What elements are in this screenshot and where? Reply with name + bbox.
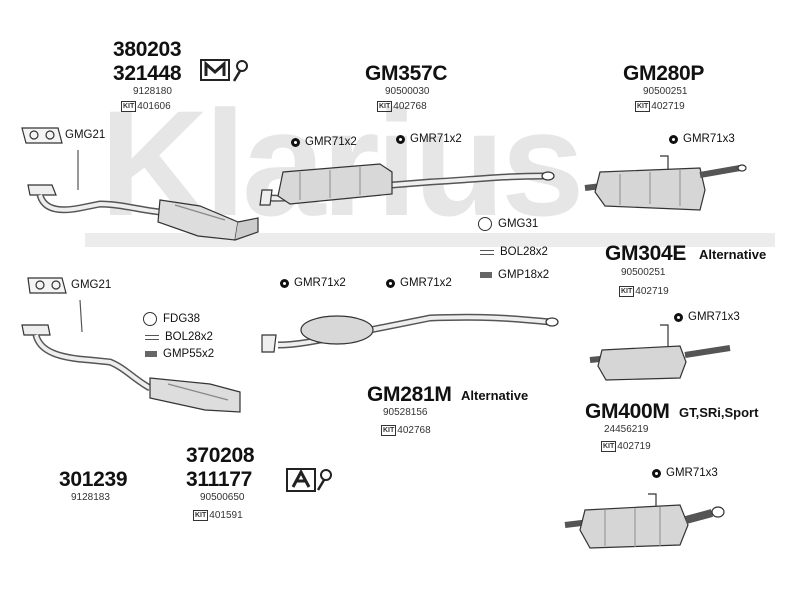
- kit-icon: KIT: [193, 510, 209, 521]
- gmg21-top-label: GMG21: [65, 129, 106, 141]
- bolt-icon: [480, 249, 494, 255]
- clamp-icon: [652, 468, 661, 478]
- set2-code-a: 370208: [186, 444, 255, 467]
- gm400m-number: 24456219: [604, 424, 649, 435]
- kit-icon: KIT: [377, 101, 393, 112]
- spring-icon: [145, 351, 157, 357]
- set1-code-a: 380203: [113, 38, 182, 61]
- clamp-icon: [669, 134, 678, 144]
- gm280p-part: [584, 155, 747, 211]
- gmr-b-label: GMR71x2: [396, 133, 462, 145]
- gm304e-note: Alternative: [699, 247, 767, 262]
- gm400m-code: GM400M: [585, 400, 670, 423]
- gmr-g-label: GMR71x3: [652, 467, 718, 479]
- kit-icon: KIT: [381, 425, 397, 436]
- mechanic-m-icon: [200, 59, 248, 82]
- kit-icon: KIT: [619, 286, 635, 297]
- gmr-a-label: GMR71x2: [291, 136, 357, 148]
- gm304e-number: 90500251: [621, 267, 666, 278]
- set1-number: 9128180: [133, 86, 172, 97]
- front-pipe-catalyst-top: [27, 150, 259, 241]
- kit-icon: KIT: [121, 101, 137, 112]
- gmg21-mid-label: GMG21: [71, 279, 112, 291]
- gm280p-number: 90500251: [643, 86, 688, 97]
- spring-icon: [480, 272, 492, 278]
- gmp55-label: GMP55x2: [145, 348, 214, 360]
- set2-number: 90500650: [200, 492, 245, 503]
- gm357c-number: 90500030: [385, 86, 430, 97]
- gasket-ring-icon: [478, 217, 492, 231]
- gm304e-code: GM304E: [605, 242, 687, 265]
- clamp-icon: [291, 137, 300, 147]
- front-pipe-gasket-mid: [27, 277, 67, 294]
- set3-number: 9128183: [71, 492, 110, 503]
- bol-top-label: BOL28x2: [480, 246, 548, 258]
- gm280p-code: GM280P: [623, 62, 705, 85]
- alternative-a-icon: [286, 468, 332, 492]
- gm400m-part: [564, 493, 725, 549]
- gm400m-note: GT,SRi,Sport: [679, 405, 759, 420]
- gmr-f-label: GMR71x3: [674, 311, 740, 323]
- gm281m-note: Alternative: [461, 388, 529, 403]
- bolt-icon: [145, 334, 159, 340]
- front-pipe-catalyst-mid: [21, 299, 241, 413]
- gmr-e-label: GMR71x2: [386, 277, 452, 289]
- kit-icon: KIT: [601, 441, 617, 452]
- set1-code-b: 321448: [113, 62, 182, 85]
- gm357c-code: GM357C: [365, 62, 448, 85]
- gm281m-part: [261, 313, 559, 353]
- clamp-icon: [396, 134, 405, 144]
- gasket-ring-icon: [143, 312, 157, 326]
- gmp18-label: GMP18x2: [480, 269, 549, 281]
- gmr-c-label: GMR71x3: [669, 133, 735, 145]
- set3-code: 301239: [59, 468, 128, 491]
- kit-icon: KIT: [635, 101, 651, 112]
- gm281m-number: 90528156: [383, 407, 428, 418]
- gmg31-label: GMG31: [478, 217, 538, 231]
- clamp-icon: [386, 278, 395, 288]
- gm357c-part: [259, 163, 555, 206]
- front-pipe-gasket-top: [21, 127, 63, 144]
- set2-code-b: 311177: [186, 468, 252, 491]
- clamp-icon: [280, 278, 289, 288]
- gm281m-code: GM281M: [367, 383, 452, 406]
- fdg38-label: FDG38: [143, 312, 200, 326]
- clamp-icon: [674, 312, 683, 322]
- bol-mid-label: BOL28x2: [145, 331, 213, 343]
- gm304e-part: [589, 324, 731, 381]
- gmr-d-label: GMR71x2: [280, 277, 346, 289]
